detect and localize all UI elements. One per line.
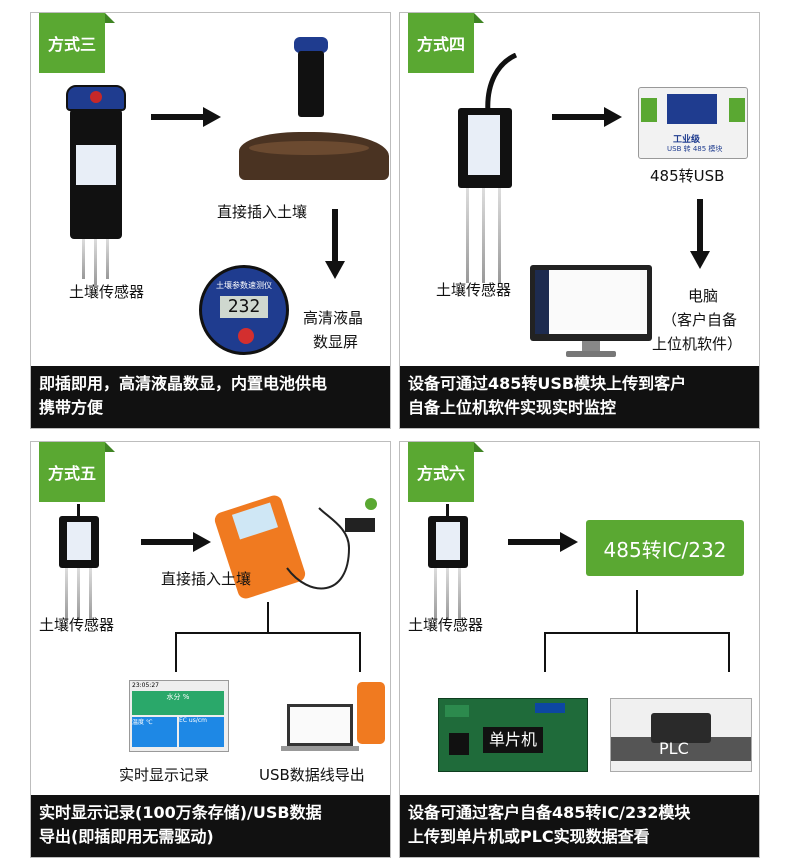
- module-label: 485转USB: [650, 167, 725, 185]
- caption-line-1: 设备可通过客户自备485转IC/232模块: [408, 803, 691, 822]
- caption: 实时显示记录(100万条存储)/USB数据 导出(即插即用无需驱动): [31, 795, 390, 857]
- caption-line-1: 设备可通过485转USB模块上传到客户: [408, 374, 687, 393]
- insert-soil-label: 直接插入土壤: [161, 570, 252, 588]
- panel-method-6: 方式六 485转IC/232 土壤传感器 单片机 PLC 设备可通过客户自备48…: [399, 441, 760, 858]
- wired-sensor-image: [53, 504, 113, 624]
- sensor-label: 土壤传感器: [69, 283, 145, 301]
- module-text-1: 工业级: [673, 135, 701, 145]
- handheld-recorder-image: [212, 493, 383, 608]
- mcu-board-image: 单片机: [438, 698, 588, 772]
- mcu-label: 单片机: [483, 727, 543, 753]
- lcd-device-image: 土壤参数速测仪 232: [199, 265, 289, 355]
- connector-line: [267, 602, 269, 632]
- connector-line: [175, 632, 361, 634]
- down-arrow-icon: [690, 199, 710, 269]
- power-button-icon: [238, 328, 254, 344]
- method-tag: 方式三: [39, 13, 115, 73]
- converter-box: 485转IC/232: [586, 520, 744, 576]
- caption: 即插即用，高清液晶数显，内置电池供电 携带方便: [31, 366, 390, 428]
- connector-line: [175, 632, 177, 672]
- panel-method-3: 方式三 直接插入土壤 土壤传感器 土壤参数速测仪 232 高清液晶 数显屏 即插…: [30, 12, 391, 429]
- method-tag: 方式六: [408, 442, 484, 502]
- caption-line-2: 上传到单片机或PLC实现数据查看: [408, 827, 650, 846]
- connector-line: [544, 632, 730, 634]
- screen-row-2a: 温度 ℃: [132, 717, 177, 747]
- method-tag: 方式五: [39, 442, 115, 502]
- wired-sensor-image: [448, 53, 518, 283]
- plc-label: PLC: [659, 739, 689, 758]
- caption: 设备可通过客户自备485转IC/232模块 上传到单片机或PLC实现数据查看: [400, 795, 759, 857]
- connector-line: [544, 632, 546, 672]
- right-arrow-icon: [508, 532, 578, 552]
- handheld-sensor-image: [66, 85, 126, 285]
- pc-label-2: （客户自备: [662, 311, 738, 329]
- insert-soil-label: 直接插入土壤: [217, 203, 308, 221]
- soil-insert-image: [239, 37, 389, 187]
- screen-row-2b: EC us/cm: [179, 717, 224, 747]
- method-tag: 方式四: [408, 13, 484, 73]
- usb-label: USB数据线导出: [259, 766, 365, 784]
- right-arrow-icon: [552, 107, 622, 127]
- caption: 设备可通过485转USB模块上传到客户 自备上位机软件实现实时监控: [400, 366, 759, 428]
- panel-method-4: 方式四 工业级 USB 转 485 模块 485转USB 土壤传感器 电脑 （客…: [399, 12, 760, 429]
- lcd-reading: 232: [220, 296, 268, 318]
- connector-line: [636, 590, 638, 632]
- down-arrow-icon: [325, 209, 345, 279]
- pc-label-1: 电脑: [688, 287, 719, 305]
- realtime-screen-image: 23:05:27 水分 % 温度 ℃ EC us/cm: [129, 680, 229, 752]
- caption-line-1: 即插即用，高清液晶数显，内置电池供电: [39, 374, 328, 393]
- wired-sensor-image: [422, 504, 482, 624]
- lcd-label-1: 高清液晶: [303, 309, 364, 327]
- screen-time: 23:05:27: [132, 682, 159, 689]
- sensor-label: 土壤传感器: [436, 281, 512, 299]
- display-label: 实时显示记录: [119, 766, 210, 784]
- caption-line-1: 实时显示记录(100万条存储)/USB数据: [39, 803, 322, 822]
- caption-line-2: 携带方便: [39, 398, 104, 417]
- connector-line: [728, 632, 730, 672]
- usb-485-module-image: 工业级 USB 转 485 模块: [638, 87, 748, 159]
- connector-line: [359, 632, 361, 672]
- caption-line-2: 导出(即插即用无需驱动): [39, 827, 214, 846]
- module-text-2: USB 转 485 模块: [667, 145, 723, 153]
- laptop-image: [281, 682, 387, 754]
- right-arrow-icon: [151, 107, 221, 127]
- monitor-image: [530, 265, 652, 359]
- lcd-label-2: 数显屏: [313, 333, 359, 351]
- lcd-header: 土壤参数速测仪: [216, 281, 272, 290]
- panel-method-5: 方式五 直接插入土壤 土壤传感器 23:05:27 水分 % 温度 ℃ EC u…: [30, 441, 391, 858]
- right-arrow-icon: [141, 532, 211, 552]
- sensor-label: 土壤传感器: [408, 616, 484, 634]
- plc-image: PLC: [610, 698, 752, 772]
- sensor-label: 土壤传感器: [39, 616, 115, 634]
- screen-row-1: 水分 %: [132, 691, 224, 715]
- caption-line-2: 自备上位机软件实现实时监控: [408, 398, 617, 417]
- pc-label-3: 上位机软件）: [652, 335, 743, 353]
